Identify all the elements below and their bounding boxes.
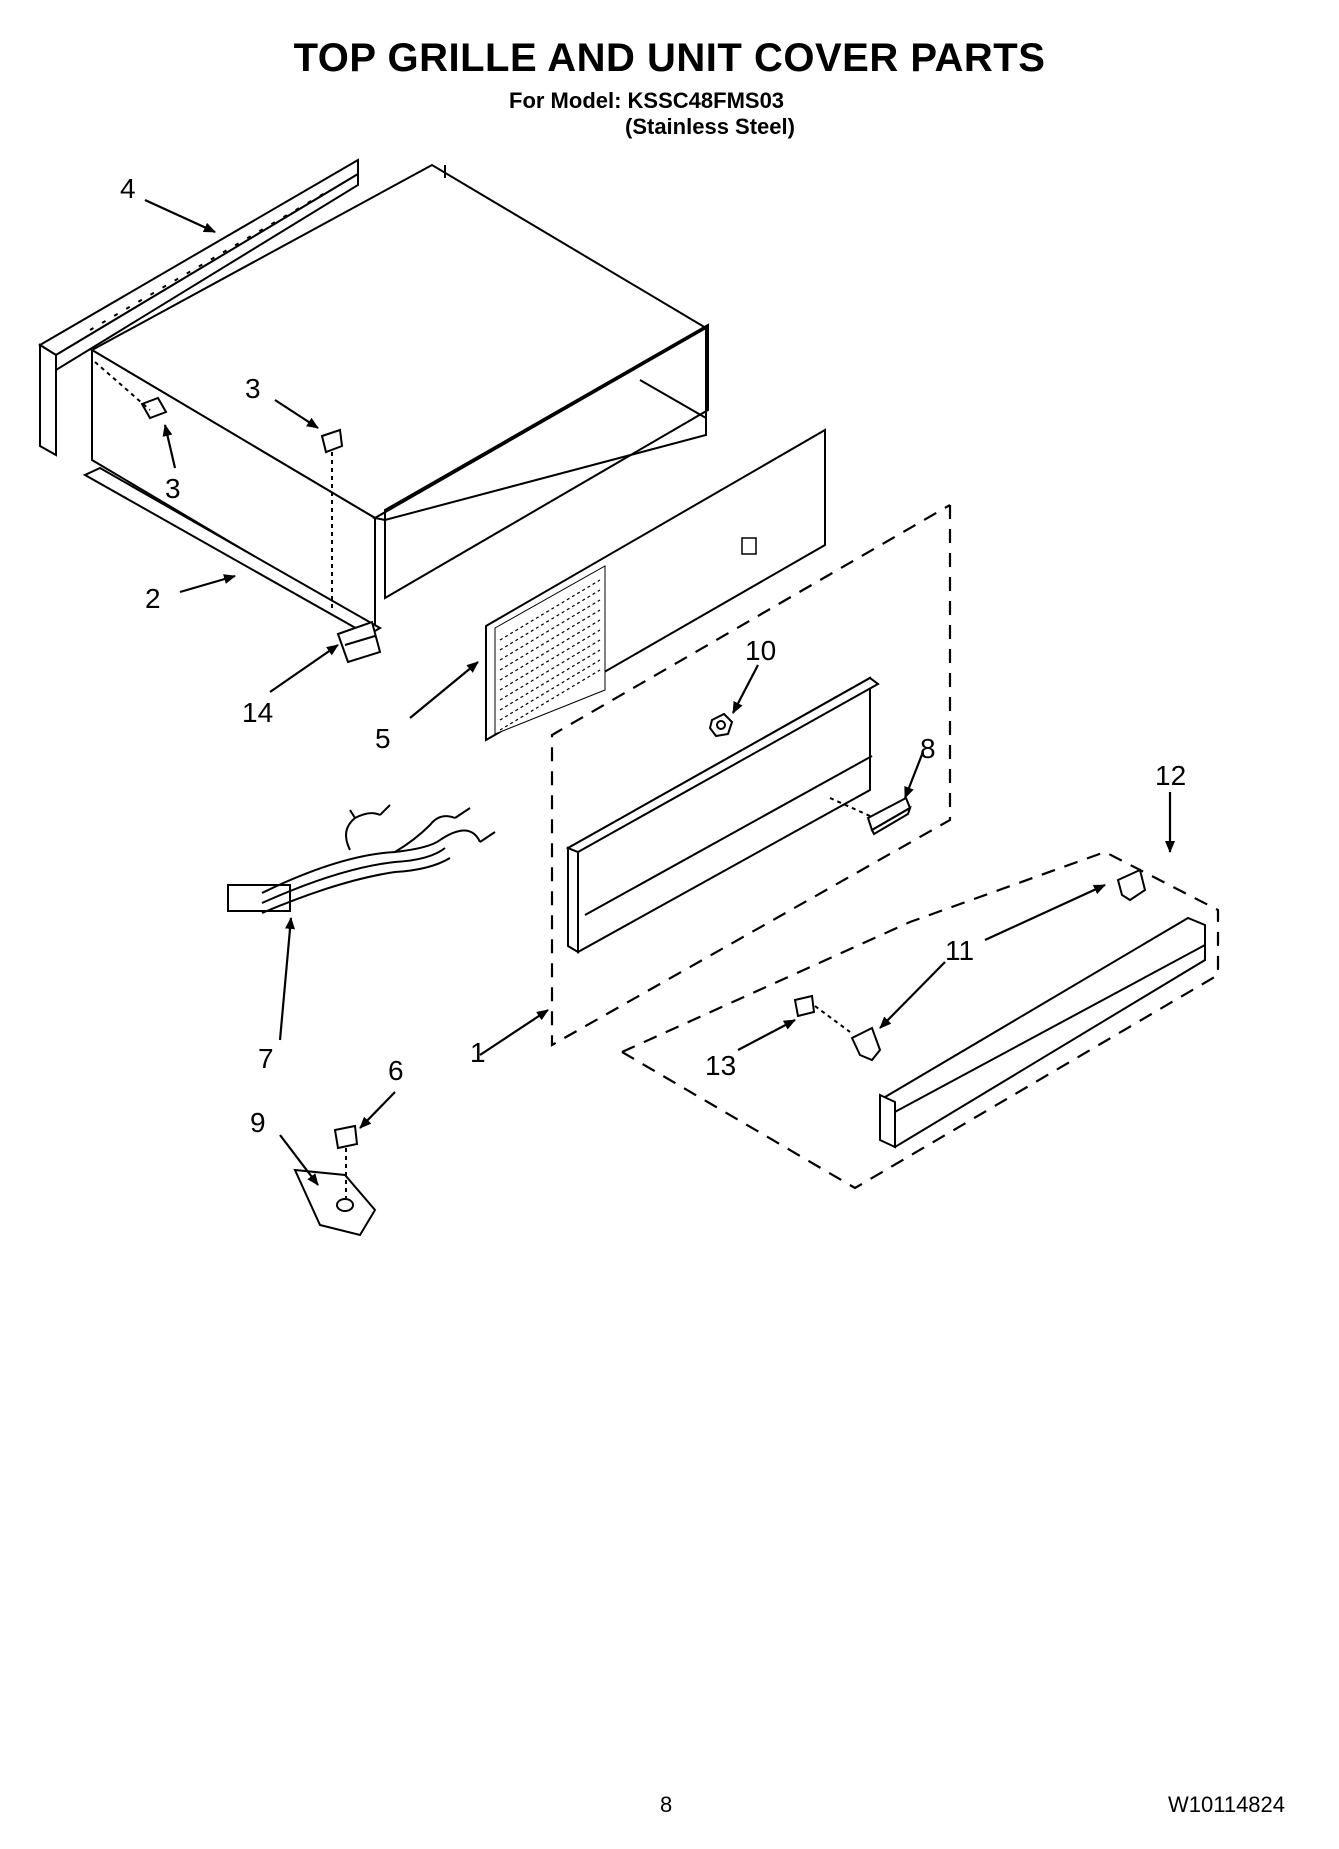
callout-1: 1	[470, 1037, 486, 1068]
rear-panel	[38, 158, 359, 457]
model-finish: (Stainless Steel)	[625, 114, 795, 139]
grille-assembly-outline	[550, 504, 952, 1047]
screw-13	[793, 994, 851, 1033]
screw-6	[333, 1124, 359, 1198]
small-clip	[336, 620, 382, 664]
clip-upper	[1116, 868, 1147, 902]
callout-9: 9	[250, 1107, 266, 1138]
model-number: For Model: KSSC48FMS03	[509, 88, 785, 113]
screw-left	[94, 361, 168, 420]
trim-bar	[879, 916, 1206, 1149]
cable-clamp	[293, 1168, 377, 1237]
wiring-harness	[227, 804, 496, 914]
callout-6: 6	[388, 1055, 404, 1086]
badge	[829, 796, 912, 836]
callout-12: 12	[1155, 760, 1186, 791]
callout-7: 7	[258, 1043, 274, 1074]
unit-cover	[82, 163, 709, 637]
callout-11: 11	[945, 935, 974, 966]
clip-lower	[850, 1026, 882, 1062]
callout-3-left: 3	[165, 473, 181, 504]
callout-3-top: 3	[245, 373, 261, 404]
callout-10: 10	[745, 635, 776, 666]
document-number: W10114824	[1168, 1792, 1286, 1817]
callout-labels: 4 3 3 2 14 5 10 8 12 11 13 1 7 6 9	[120, 173, 1186, 1138]
callout-5: 5	[375, 723, 391, 754]
trim-assembly-outline	[621, 850, 1220, 1190]
callout-14: 14	[242, 697, 273, 728]
screw-top	[320, 428, 344, 610]
grille-panel	[485, 428, 826, 742]
page-title: TOP GRILLE AND UNIT COVER PARTS	[293, 36, 1046, 80]
callout-13: 13	[705, 1050, 736, 1081]
callout-8: 8	[920, 733, 936, 764]
nut	[708, 712, 734, 738]
leader-lines	[144, 198, 1175, 1186]
callout-4: 4	[120, 173, 136, 204]
callout-2: 2	[145, 583, 161, 614]
grille-front-panel	[565, 676, 880, 954]
page-number: 8	[660, 1792, 673, 1817]
